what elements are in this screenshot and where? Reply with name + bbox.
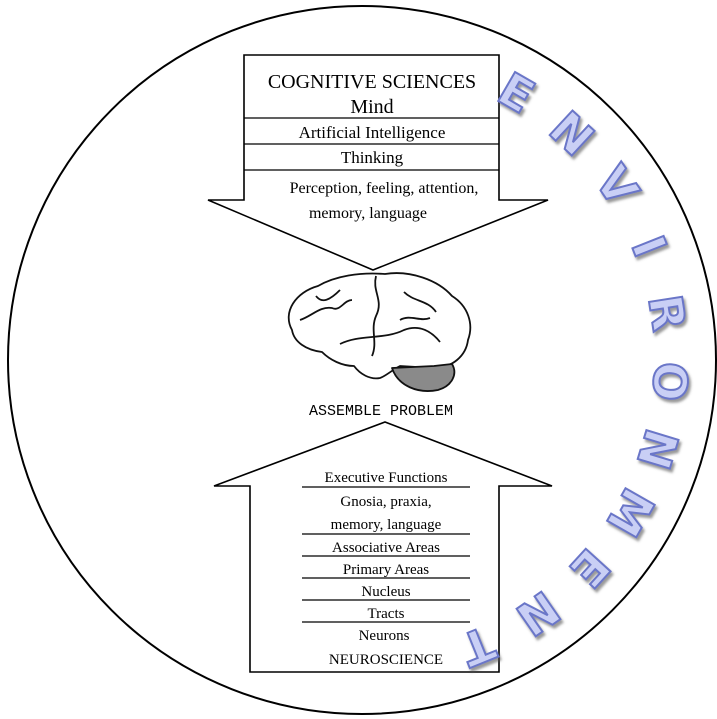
top-item-perception-2: memory, language	[309, 205, 427, 222]
environment-letter: V	[584, 156, 649, 216]
environment-letter: N	[626, 423, 689, 475]
bottom-item-gnosia-1: Gnosia, praxia,	[340, 494, 431, 510]
brain-gyrus-1	[299, 299, 353, 321]
cognitive-sciences-arrow: COGNITIVE SCIENCES Mind Artificial Intel…	[207, 54, 549, 271]
top-arrow-shape	[207, 54, 549, 271]
bottom-item-nucleus: Nucleus	[361, 584, 410, 600]
top-item-ai: Artificial Intelligence	[299, 123, 446, 142]
brain-gyrus-3	[399, 316, 431, 321]
top-item-thinking: Thinking	[341, 148, 404, 167]
environment-letter: E	[559, 538, 620, 598]
bottom-item-gnosia-2: memory, language	[331, 517, 442, 533]
cognitive-sciences-header: COGNITIVE SCIENCES	[268, 71, 476, 93]
bottom-item-tracts: Tracts	[368, 606, 405, 622]
brain-outline	[287, 272, 472, 380]
top-item-perception-1: Perception, feeling, attention,	[290, 180, 479, 197]
assemble-problem-label: ASSEMBLE PROBLEM	[309, 403, 453, 420]
brain-icon	[287, 272, 472, 392]
brain-gyrus-4	[315, 289, 341, 302]
environment-circle	[7, 5, 717, 715]
bottom-item-associative: Associative Areas	[332, 540, 440, 556]
brain-gyrus-2	[403, 291, 437, 313]
environment-letter: N	[539, 101, 604, 167]
brain-cerebellum	[391, 363, 456, 392]
bottom-item-primary: Primary Areas	[343, 562, 429, 578]
top-item-mind: Mind	[350, 96, 393, 118]
environment-letter: R	[637, 291, 696, 334]
neuroscience-arrow: Executive Functions Gnosia, praxia, memo…	[213, 421, 553, 673]
bottom-arrow-shape	[213, 421, 553, 673]
bottom-item-neurons: Neurons	[359, 628, 410, 644]
environment-letter: N	[507, 580, 569, 646]
brain-sulcus-lateral	[339, 327, 441, 345]
neuroscience-footer: NEUROSCIENCE	[329, 652, 443, 668]
environment-letter: I	[621, 229, 678, 265]
environment-letter: M	[595, 479, 665, 545]
environment-letter: O	[641, 360, 698, 403]
brain-sulcus-central	[371, 275, 380, 357]
bottom-item-executive: Executive Functions	[325, 470, 448, 486]
